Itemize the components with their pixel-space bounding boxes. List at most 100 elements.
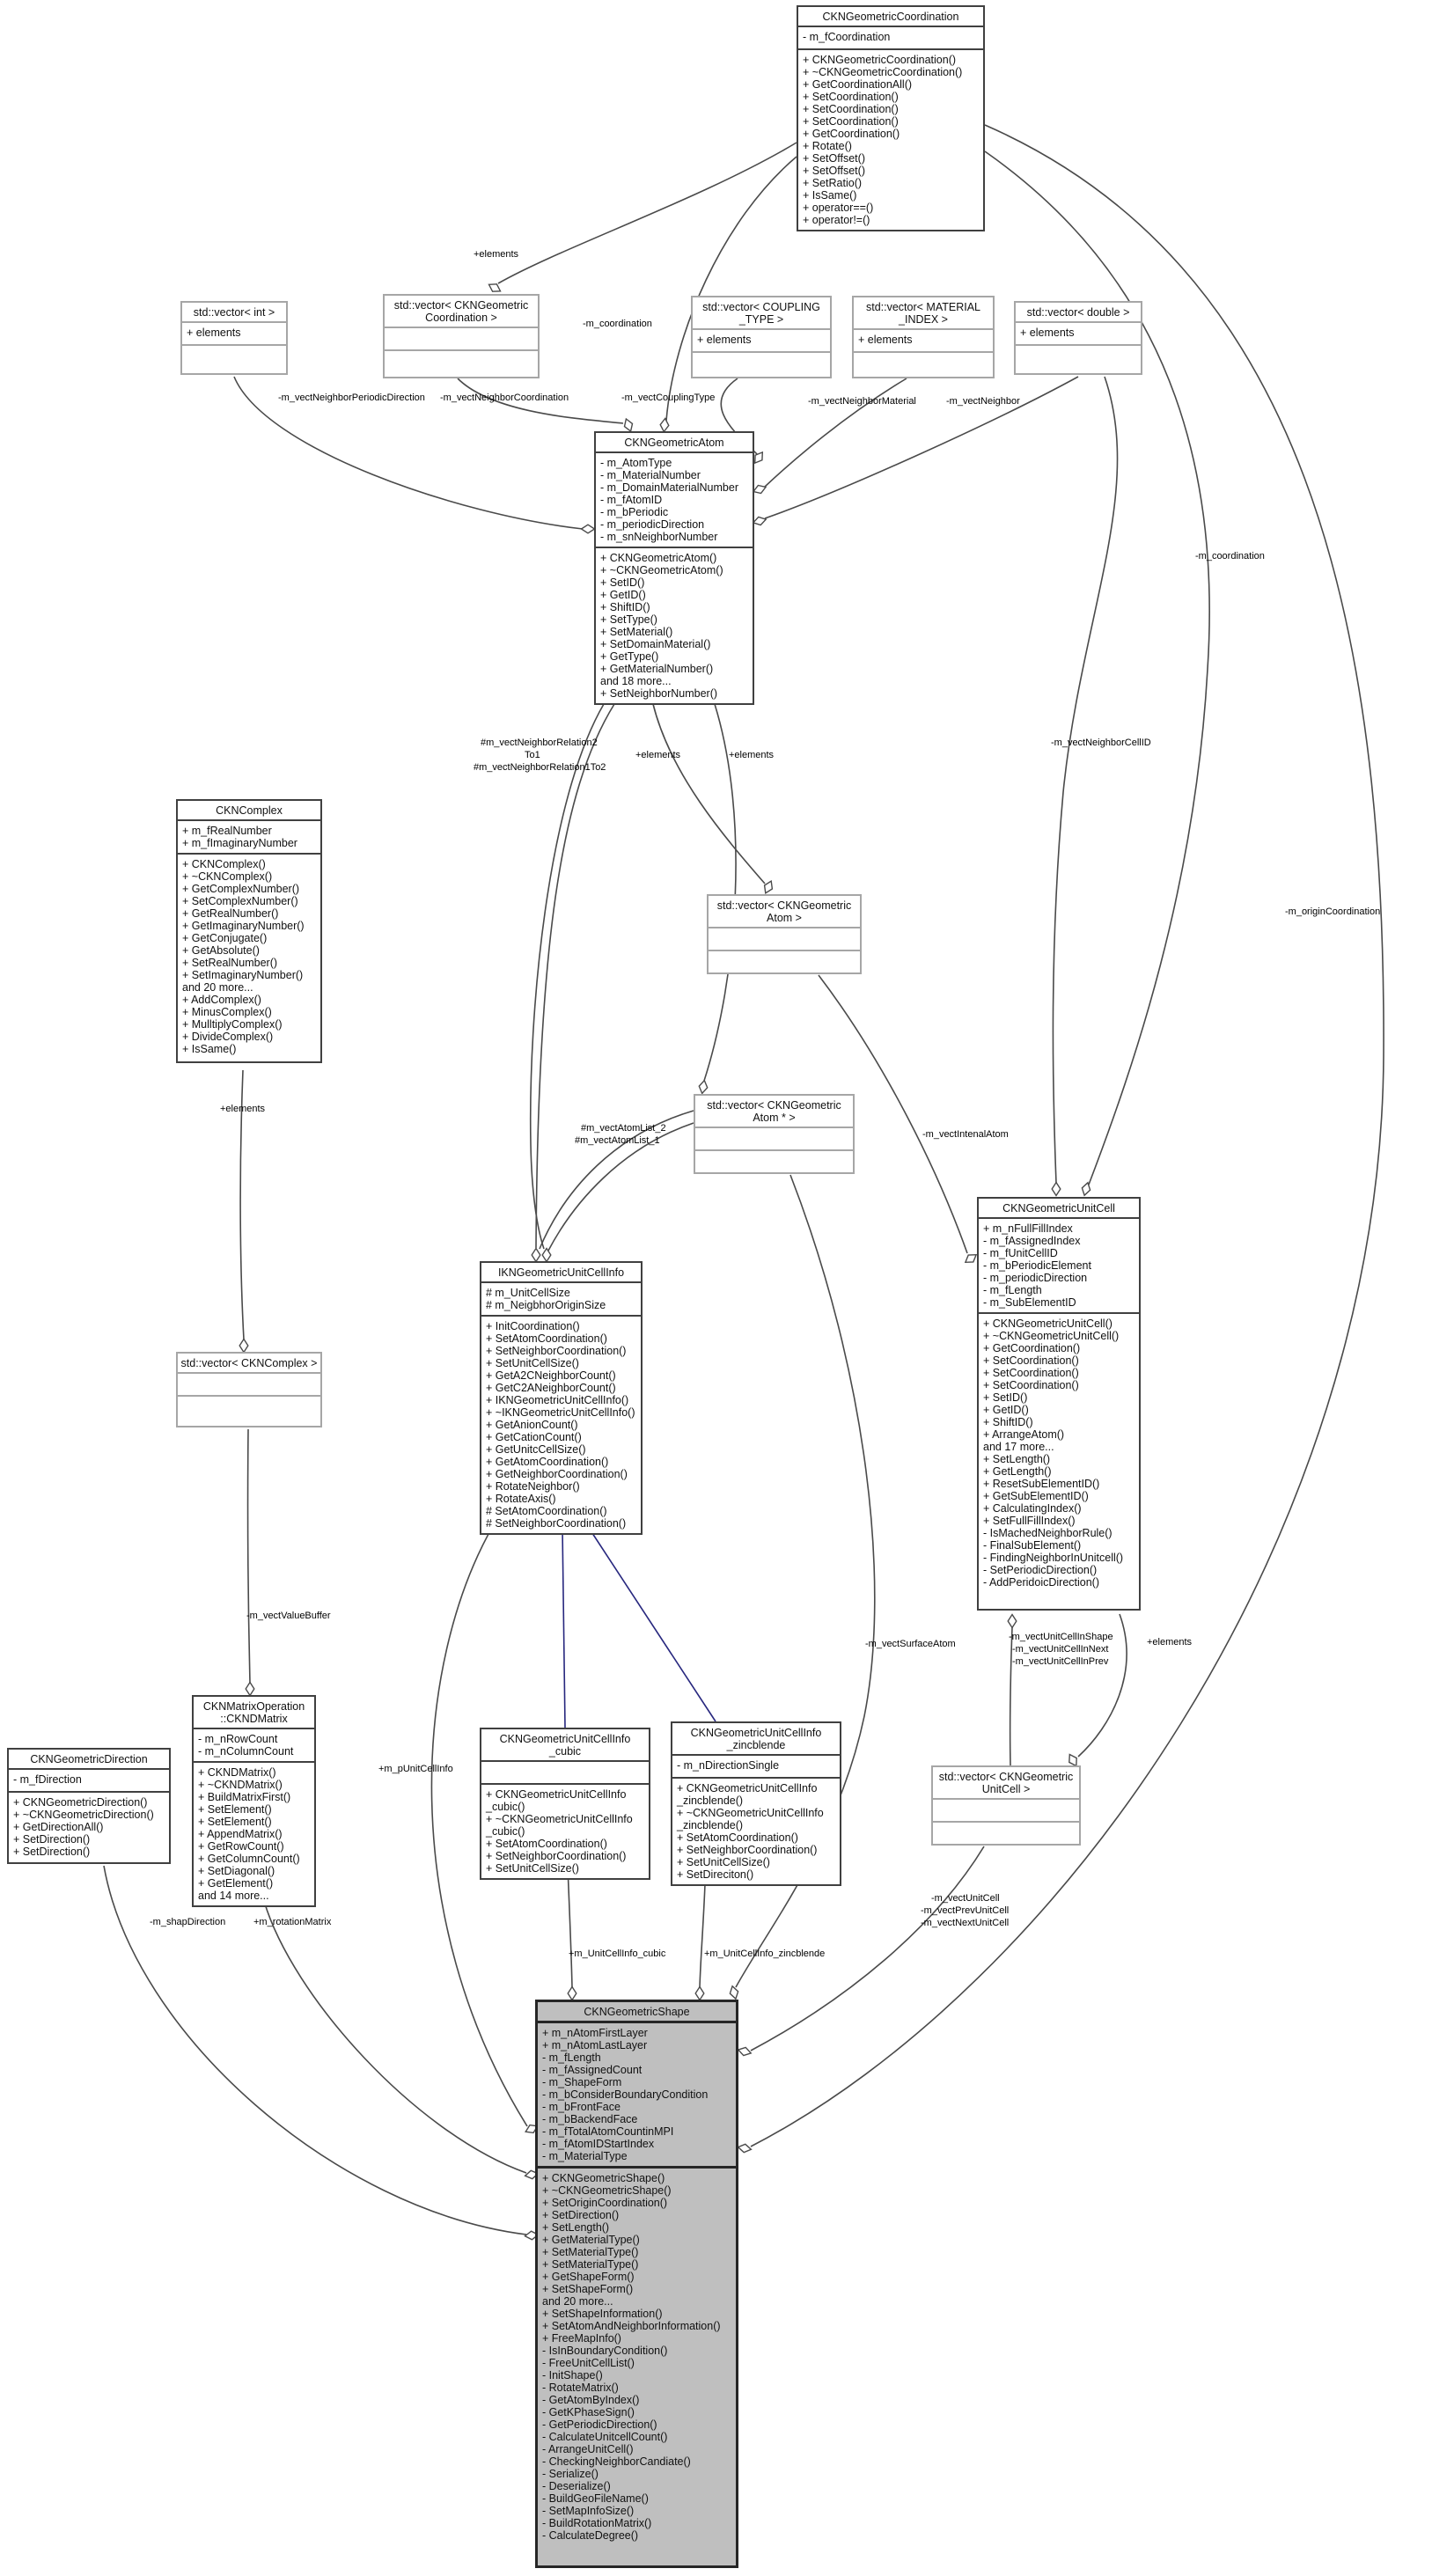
method-line: + SetElement() — [198, 1816, 272, 1828]
method-line: + SetDirection() — [13, 1833, 91, 1846]
aggregation-diamond-icon — [698, 1079, 709, 1095]
class-node-shape[interactable]: CKNGeometricShape+ m_nAtomFirstLayer+ m_… — [535, 2000, 738, 2568]
method-line: + SetNeighborCoordination() — [486, 1345, 627, 1357]
method-line: - GetPeriodicDirection() — [542, 2418, 657, 2431]
association-edge — [567, 1866, 573, 1988]
class-title-line: ::CKNDMatrix — [220, 1713, 288, 1725]
method-line: + SetComplexNumber() — [182, 895, 298, 907]
class-node-vector_double[interactable]: std::vector< double >+ elements — [1014, 301, 1142, 375]
class-node-matrix[interactable]: CKNMatrixOperation::CKNDMatrix- m_nRowCo… — [192, 1695, 316, 1907]
association-edge — [246, 1428, 251, 1684]
method-line: + GetA2CNeighborCount() — [486, 1369, 616, 1382]
class-title-line: _TYPE > — [738, 313, 784, 326]
edge-label-vect-intenal-atom: -m_vectIntenalAtom — [922, 1129, 1009, 1140]
association-edge — [750, 1846, 985, 2051]
edge-label-vect-atom-list-2: #m_vectAtomList_2 — [581, 1123, 666, 1134]
aggregation-diamond-icon — [525, 2124, 539, 2134]
attribute-line: - m_fAtomIDStartIndex — [542, 2138, 655, 2150]
method-line: + GetRowCount() — [198, 1840, 284, 1853]
class-methods — [695, 1151, 853, 1172]
method-line: + GetMaterialType() — [542, 2234, 640, 2246]
method-line: + CalculatingIndex() — [983, 1502, 1082, 1515]
method-line: + IKNGeometricUnitCellInfo() — [486, 1394, 629, 1406]
method-line: + ShiftID() — [600, 601, 650, 613]
class-methods: + CKNGeometricShape()+ ~CKNGeometricShap… — [538, 2169, 736, 2565]
edge-label-elements-atomptrvec: +elements — [729, 750, 775, 760]
aggregation-diamond-icon — [694, 1985, 705, 2001]
method-line: + SetNeighborCoordination() — [486, 1850, 627, 1862]
attribute-line: - m_DomainMaterialNumber — [600, 481, 738, 494]
method-line: + ShiftID() — [983, 1416, 1033, 1428]
method-line: + MinusComplex() — [182, 1006, 272, 1018]
method-line: + SetDomainMaterial() — [600, 638, 711, 650]
method-line: + GetCoordination() — [983, 1342, 1081, 1354]
class-node-vector_int[interactable]: std::vector< int >+ elements — [180, 301, 288, 375]
class-node-vector_material[interactable]: std::vector< MATERIAL_INDEX >+ elements — [852, 296, 995, 378]
method-line: + SetShapeForm() — [542, 2283, 634, 2295]
class-methods — [709, 951, 860, 972]
class-title: CKNComplex — [178, 801, 320, 821]
class-node-atom[interactable]: CKNGeometricAtom - m_AtomType- m_Material… — [594, 431, 754, 705]
attribute-line: - m_fAssignedIndex — [983, 1235, 1081, 1247]
method-line: + SetCoordination() — [983, 1354, 1079, 1367]
class-node-coordination[interactable]: CKNGeometricCoordination- m_fCoordinatio… — [797, 5, 985, 231]
class-title: std::vector< COUPLING_TYPE > — [693, 297, 830, 330]
class-attributes: - m_fDirection — [9, 1770, 169, 1793]
method-line: + ~CKNGeometricUnitCellInfo — [486, 1813, 633, 1825]
association-edge — [535, 703, 615, 1249]
class-attributes: - m_AtomType- m_MaterialNumber- m_Domain… — [596, 453, 753, 548]
association-edge — [665, 156, 797, 422]
class-node-cubic[interactable]: CKNGeometricUnitCellInfo_cubic+ CKNGeome… — [480, 1728, 650, 1880]
method-line: + ~CKNGeometricAtom() — [600, 564, 723, 576]
method-line: + ArrangeAtom() — [983, 1428, 1065, 1441]
class-node-unitcell[interactable]: CKNGeometricUnitCell+ m_nFullFillIndex- … — [977, 1197, 1141, 1611]
class-title-line: CKNGeometricAtom — [624, 437, 724, 449]
method-line: # SetNeighborCoordination() — [486, 1517, 627, 1530]
class-node-ikn[interactable]: IKNGeometricUnitCellInfo# m_UnitCellSize… — [480, 1261, 643, 1535]
association-edge — [103, 1865, 527, 2235]
class-methods: + CKNGeometricUnitCellInfo_zincblende()+… — [672, 1779, 840, 1884]
association-edge — [263, 1900, 527, 2174]
class-methods — [178, 1397, 320, 1426]
class-node-vector_coupling[interactable]: std::vector< COUPLING_TYPE >+ elements — [691, 296, 832, 378]
inheritance-edge — [562, 1527, 566, 1728]
class-title: std::vector< MATERIAL_INDEX > — [854, 297, 993, 330]
edge-label-vect-unitcell-in-shape: -m_vectUnitCellInShape — [1009, 1632, 1113, 1642]
inheritance-edge — [588, 1527, 716, 1722]
method-line: + CKNDMatrix() — [198, 1766, 276, 1779]
method-line: and 14 more... — [198, 1890, 269, 1902]
edge-label-vect-surface-atom: -m_vectSurfaceAtom — [865, 1639, 956, 1649]
class-node-vector_complex[interactable]: std::vector< CKNComplex > — [176, 1352, 322, 1427]
association-edge — [233, 376, 584, 530]
class-title: std::vector< double > — [1016, 303, 1141, 323]
class-node-complex[interactable]: CKNComplex+ m_fRealNumber+ m_fImaginaryN… — [176, 799, 322, 1063]
class-title-line: std::vector< int > — [193, 306, 275, 319]
method-line: + ~CKNGeometricShape() — [542, 2184, 672, 2197]
class-node-direction[interactable]: CKNGeometricDirection- m_fDirection+ CKN… — [7, 1748, 171, 1864]
edge-label-vect-value-buffer: -m_vectValueBuffer — [246, 1611, 331, 1621]
method-line: + AddComplex() — [182, 994, 261, 1006]
edge-label-vect-neighbor-periodic-direction: -m_vectNeighborPeriodicDirection — [278, 393, 425, 403]
method-line: + SetDirection() — [13, 1846, 91, 1858]
class-node-zincblende[interactable]: CKNGeometricUnitCellInfo_zincblende- m_n… — [671, 1721, 841, 1886]
method-line: + SetDireciton() — [677, 1868, 754, 1881]
edge-label-elements-coordvec: +elements — [474, 249, 519, 260]
method-line: - SetMapInfoSize() — [542, 2505, 635, 2517]
method-line: - ArrangeUnitCell() — [542, 2443, 634, 2455]
method-line: + SetRatio() — [803, 177, 863, 189]
method-line: + MulltiplyComplex() — [182, 1018, 283, 1031]
class-attributes — [481, 1762, 649, 1785]
aggregation-diamond-icon — [1007, 1613, 1017, 1629]
attribute-line: - m_fDirection — [13, 1773, 82, 1786]
method-line: + GetDirectionAll() — [13, 1821, 104, 1833]
class-title-line: IKNGeometricUnitCellInfo — [497, 1266, 625, 1279]
method-line: + GetCoordinationAll() — [803, 78, 913, 91]
method-line: + CKNGeometricCoordination() — [803, 54, 957, 66]
method-line: + SetShapeInformation() — [542, 2308, 663, 2320]
attribute-line: - m_fTotalAtomCountinMPI — [542, 2125, 674, 2138]
